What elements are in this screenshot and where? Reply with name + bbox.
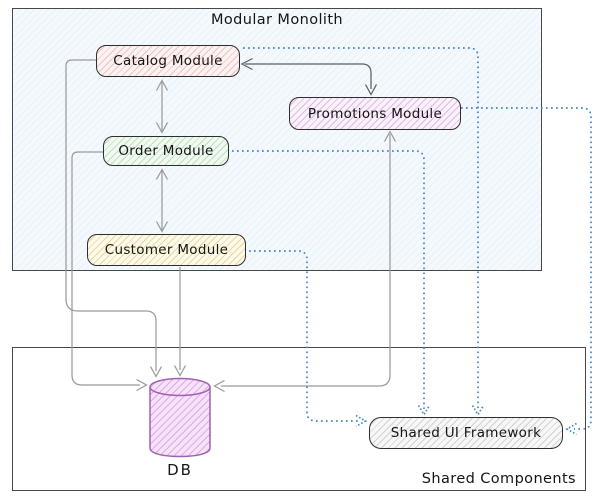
catalog-module-node: Catalog Module: [96, 45, 240, 77]
promotions-module-label: Promotions Module: [307, 105, 443, 122]
customer-module-label: Customer Module: [104, 242, 229, 258]
shared-ui-framework-label: Shared UI Framework: [390, 425, 542, 441]
modular-monolith-title: Modular Monolith: [210, 12, 344, 28]
order-module-node: Order Module: [103, 136, 229, 166]
catalog-module-label: Catalog Module: [113, 53, 223, 69]
shared-components-title: Shared Components: [421, 471, 576, 487]
db-label: DB: [167, 461, 193, 479]
shared-ui-framework-node: Shared UI Framework: [369, 417, 563, 449]
order-module-label: Order Module: [118, 143, 214, 159]
promotions-module-node: Promotions Module: [289, 97, 461, 130]
modular-monolith-container: Modular Monolith: [12, 8, 542, 271]
customer-module-node: Customer Module: [87, 234, 246, 266]
